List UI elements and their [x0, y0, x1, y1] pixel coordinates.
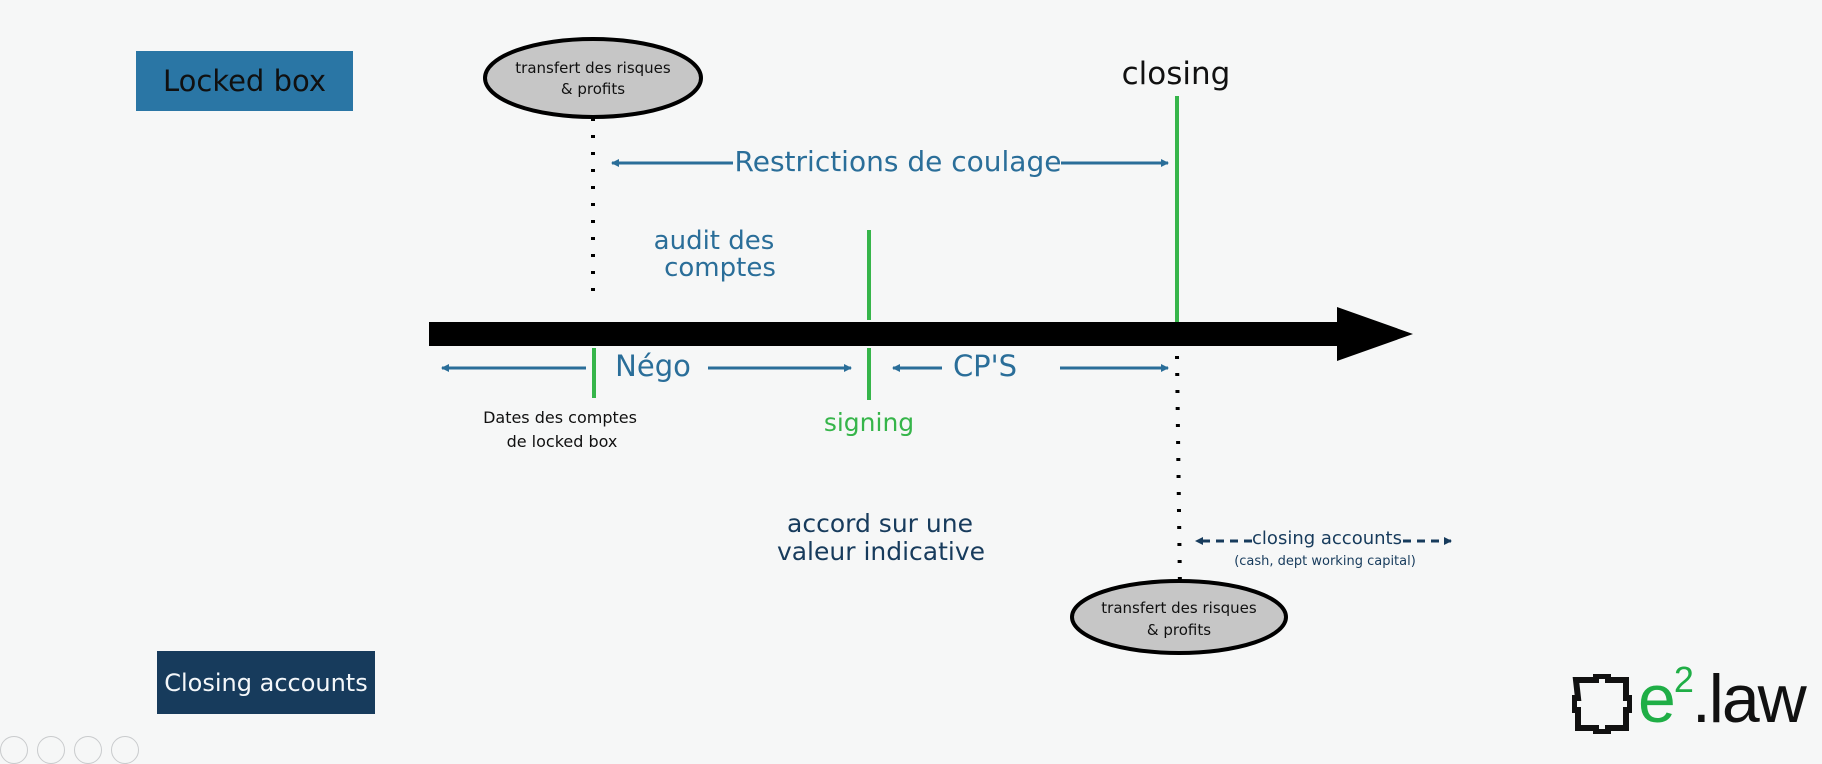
e2law-logo: e2.law — [1572, 662, 1810, 736]
presentation-toolbar — [0, 736, 139, 764]
pen-icon[interactable] — [0, 736, 28, 764]
audit-line-2: comptes — [664, 253, 776, 283]
timeline-bar — [429, 322, 1344, 346]
closing-accounts-label: Closing accounts — [157, 651, 375, 714]
logo-law: .law — [1691, 661, 1807, 737]
grid-icon[interactable] — [37, 736, 65, 764]
timeline-arrowhead — [1337, 307, 1413, 361]
transfert-top-line-1: transfert des risques — [515, 59, 671, 77]
logo-text: e2.law — [1638, 659, 1807, 734]
closing-label: closing — [1122, 56, 1231, 92]
transfert-risques-bottom-blob — [1070, 579, 1288, 655]
closing-bottom-dotted-line — [1175, 355, 1182, 591]
dates-line-2: de locked box — [507, 432, 618, 451]
transfert-bottom-line-1: transfert des risques — [1101, 599, 1257, 617]
search-icon[interactable] — [74, 736, 102, 764]
transfert-top-line-2: & profits — [561, 80, 625, 98]
restrictions-label: Restrictions de coulage — [735, 145, 1062, 178]
cps-label: CP'S — [953, 349, 1017, 383]
transfert-risques-top-blob — [483, 37, 703, 119]
logo-superscript: 2 — [1673, 659, 1694, 700]
closing-accounts-sub-label: (cash, dept working capital) — [1234, 554, 1416, 569]
closing-accounts-text: Closing accounts — [164, 668, 368, 697]
accord-line-2: valeur indicative — [777, 537, 985, 566]
square-logo-icon — [1572, 674, 1632, 734]
transfert-bottom-line-2: & profits — [1147, 621, 1211, 639]
nego-label: Négo — [615, 349, 691, 383]
logo-e: e — [1638, 661, 1676, 737]
dates-line-1: Dates des comptes — [483, 408, 637, 427]
accord-line-1: accord sur une — [787, 509, 973, 538]
closing-accounts-small-label: closing accounts — [1252, 528, 1402, 549]
locked-box-text: Locked box — [163, 64, 326, 98]
signing-label: signing — [824, 408, 914, 437]
menu-icon[interactable] — [111, 736, 139, 764]
locked-box-label: Locked box — [136, 51, 353, 111]
audit-line-1: audit des — [654, 226, 775, 256]
